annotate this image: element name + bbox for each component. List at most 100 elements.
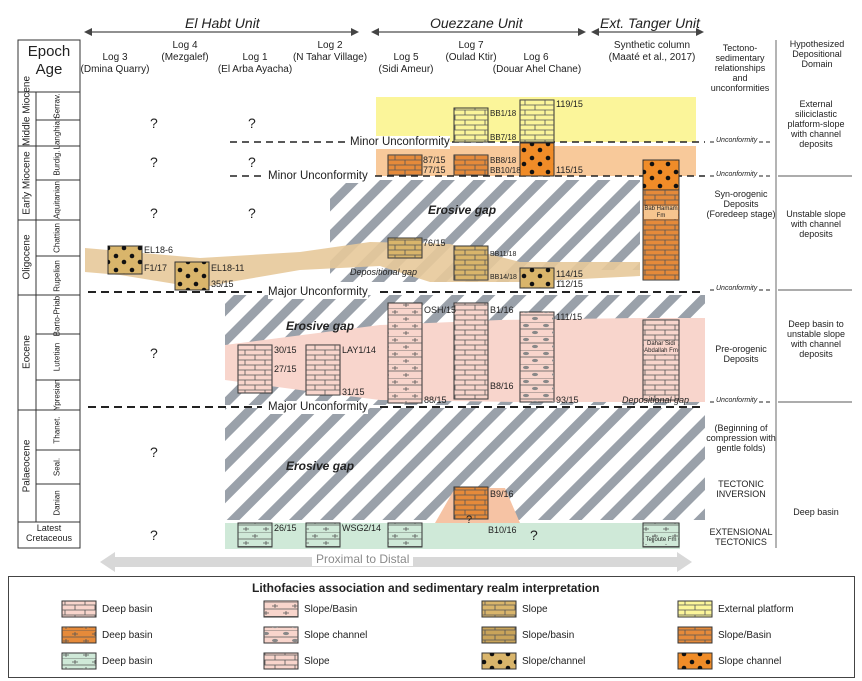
sample-115-15: 115/15 bbox=[556, 165, 583, 175]
qmark-log3-eocene: ? bbox=[150, 345, 158, 361]
proximal-arrowhead bbox=[100, 552, 115, 572]
sample-b10-16: B10/16 bbox=[488, 525, 517, 535]
legend-label-12: Slope channel bbox=[718, 656, 782, 667]
tecto-extensional: EXTENSIONAL TECTONICS bbox=[709, 527, 773, 547]
sample-bb7-18: BB7/18 bbox=[490, 133, 517, 142]
age-langhian: Langhian bbox=[52, 116, 62, 150]
depositional-gap-1-label: Depositional gap bbox=[350, 267, 418, 277]
formation-bab-hamam: Bab Hamam Fm bbox=[644, 206, 678, 220]
column-log5 bbox=[387, 154, 423, 548]
age-lutetian: Lutetian bbox=[52, 342, 62, 372]
legend-box bbox=[8, 576, 855, 678]
qmark-log1-burdig: ? bbox=[248, 154, 256, 170]
qmark-log3-cret: ? bbox=[150, 527, 158, 543]
sample-b9-16: B9/16 bbox=[490, 489, 514, 499]
sample-88-15: 88/15 bbox=[424, 395, 447, 405]
legend-label-2: Slope/Basin bbox=[304, 604, 358, 615]
column-log7 bbox=[453, 107, 489, 520]
sample-bb1-18: BB1/18 bbox=[490, 109, 517, 118]
sample-76-15: 76/15 bbox=[423, 238, 446, 248]
erosive-gap-2-label: Erosive gap bbox=[286, 319, 355, 333]
qmark-log7-danian: ? bbox=[466, 514, 473, 526]
minor-unconformity-1-label: Minor Unconformity bbox=[350, 136, 450, 149]
epoch-oligocene: Oligocene bbox=[21, 234, 33, 280]
column-log2 bbox=[305, 344, 341, 548]
distal-arrowhead bbox=[677, 552, 692, 572]
age-serrav: Serrav. bbox=[52, 93, 62, 119]
minor-unconformity-2-label: Minor Unconformity bbox=[268, 170, 368, 183]
domain-header: Hypothesized Depositional Domain bbox=[789, 39, 845, 69]
age-burdig: Burdig. bbox=[52, 150, 62, 176]
epoch-age-table bbox=[17, 39, 81, 549]
qmark-log1-aquit: ? bbox=[248, 205, 256, 221]
sample-bb8-18: BB8/18 bbox=[490, 156, 517, 165]
sample-87-15: 87/15 bbox=[423, 155, 446, 165]
column-synthetic bbox=[642, 159, 680, 548]
tecto-syn-orogenic: Syn-orogenic Deposits (Foredeep stage) bbox=[706, 189, 776, 219]
legend-label-3: Slope bbox=[522, 604, 548, 615]
unit-ouezzane: Ouezzane Unit bbox=[430, 15, 523, 31]
domain-unstable: Unstable slope with channel deposits bbox=[786, 209, 846, 239]
qmark-log3-mm: ? bbox=[150, 115, 158, 131]
legend-label-1: Deep basin bbox=[102, 604, 153, 615]
age-rupelian: Rupelian bbox=[52, 260, 62, 292]
qmark-log6-cret: ? bbox=[530, 527, 538, 543]
legend-label-10: Slope bbox=[304, 656, 330, 667]
log5-sub: (Sidi Ameur) bbox=[378, 64, 434, 75]
sample-30-15: 30/15 bbox=[274, 345, 297, 355]
sample-bb11-18: BB11/18 bbox=[490, 251, 517, 258]
formation-tejjoute: Tejjoute Fm bbox=[644, 537, 678, 544]
age-title: Age bbox=[35, 61, 63, 78]
unit-tanger: Ext. Tanger Unit bbox=[600, 15, 700, 31]
tecto-unconformity-4: Unconformity bbox=[716, 397, 758, 405]
band-oligocene bbox=[85, 242, 640, 288]
proximal-distal-label: Proximal to Distal bbox=[312, 552, 414, 567]
log2-sub: (N Tahar Village) bbox=[292, 52, 368, 63]
legend-label-7: Slope/basin bbox=[522, 630, 575, 641]
synth-sub: (Maaté et al., 2017) bbox=[608, 52, 696, 63]
erosive-gap-palaeocene bbox=[225, 408, 705, 520]
sample-bb10-18: BB10/18 bbox=[490, 166, 521, 175]
log3-title: Log 3 bbox=[102, 52, 128, 63]
sample-114-15: 114/15 bbox=[556, 269, 583, 279]
log3-sub: (Dmina Quarry) bbox=[80, 64, 150, 75]
sample-lay1-14: LAY1/14 bbox=[342, 345, 376, 355]
sample-31-15: 31/15 bbox=[342, 387, 365, 397]
synth-title: Synthetic column bbox=[613, 40, 691, 51]
epoch-title: Epoch bbox=[27, 43, 71, 60]
age-ypresian: Ypresian bbox=[52, 379, 62, 411]
legend-label-8: Slope/Basin bbox=[718, 630, 772, 641]
tecto-compression: (Beginning of compression with gentle fo… bbox=[706, 423, 776, 453]
column-log1 bbox=[237, 344, 273, 548]
sample-26-15: 26/15 bbox=[274, 523, 297, 533]
sample-27-15: 27/15 bbox=[274, 364, 297, 374]
column-log4 bbox=[174, 261, 210, 291]
log6-sub: (Douar Ahel Chane) bbox=[492, 64, 582, 75]
sample-35-15: 35/15 bbox=[211, 279, 234, 289]
epoch-palaeocene: Palaeocene bbox=[21, 439, 33, 493]
legend-swatches bbox=[61, 600, 713, 670]
sample-el18-11: EL18-11 bbox=[211, 263, 245, 273]
tecto-pre-orogenic: Pre-orogenic Deposits bbox=[715, 344, 767, 364]
sample-osh-15: OSH/15 bbox=[424, 305, 457, 315]
legend-label-6: Slope channel bbox=[304, 630, 368, 641]
domain-deep-unstable: Deep basin to unstable slope with channe… bbox=[786, 319, 846, 359]
qmark-log3-burdig: ? bbox=[150, 154, 158, 170]
qmark-log1-mm: ? bbox=[248, 115, 256, 131]
sample-112-15: 112/15 bbox=[556, 279, 583, 289]
log7-title: Log 7 bbox=[458, 40, 484, 51]
erosive-gap-3-label: Erosive gap bbox=[286, 459, 355, 473]
epoch-middle-miocene: Middle Miocene bbox=[21, 75, 33, 146]
epoch-early-miocene: Early Miocene bbox=[21, 151, 33, 215]
tecto-unconformity-1: Unconformity bbox=[716, 137, 758, 145]
legend-title: Lithofacies association and sedimentary … bbox=[252, 581, 600, 595]
sample-b8-16: B8/16 bbox=[490, 381, 514, 391]
epoch-eocene: Eocene bbox=[21, 335, 33, 369]
legend-label-9: Deep basin bbox=[102, 656, 153, 667]
tectono-header: Tectono-sedimentary relationships and un… bbox=[710, 43, 770, 93]
domain-deep: Deep basin bbox=[793, 507, 839, 517]
major-unconformity-2-label: Major Unconformity bbox=[268, 401, 368, 414]
legend-label-4: External platform bbox=[718, 604, 794, 615]
